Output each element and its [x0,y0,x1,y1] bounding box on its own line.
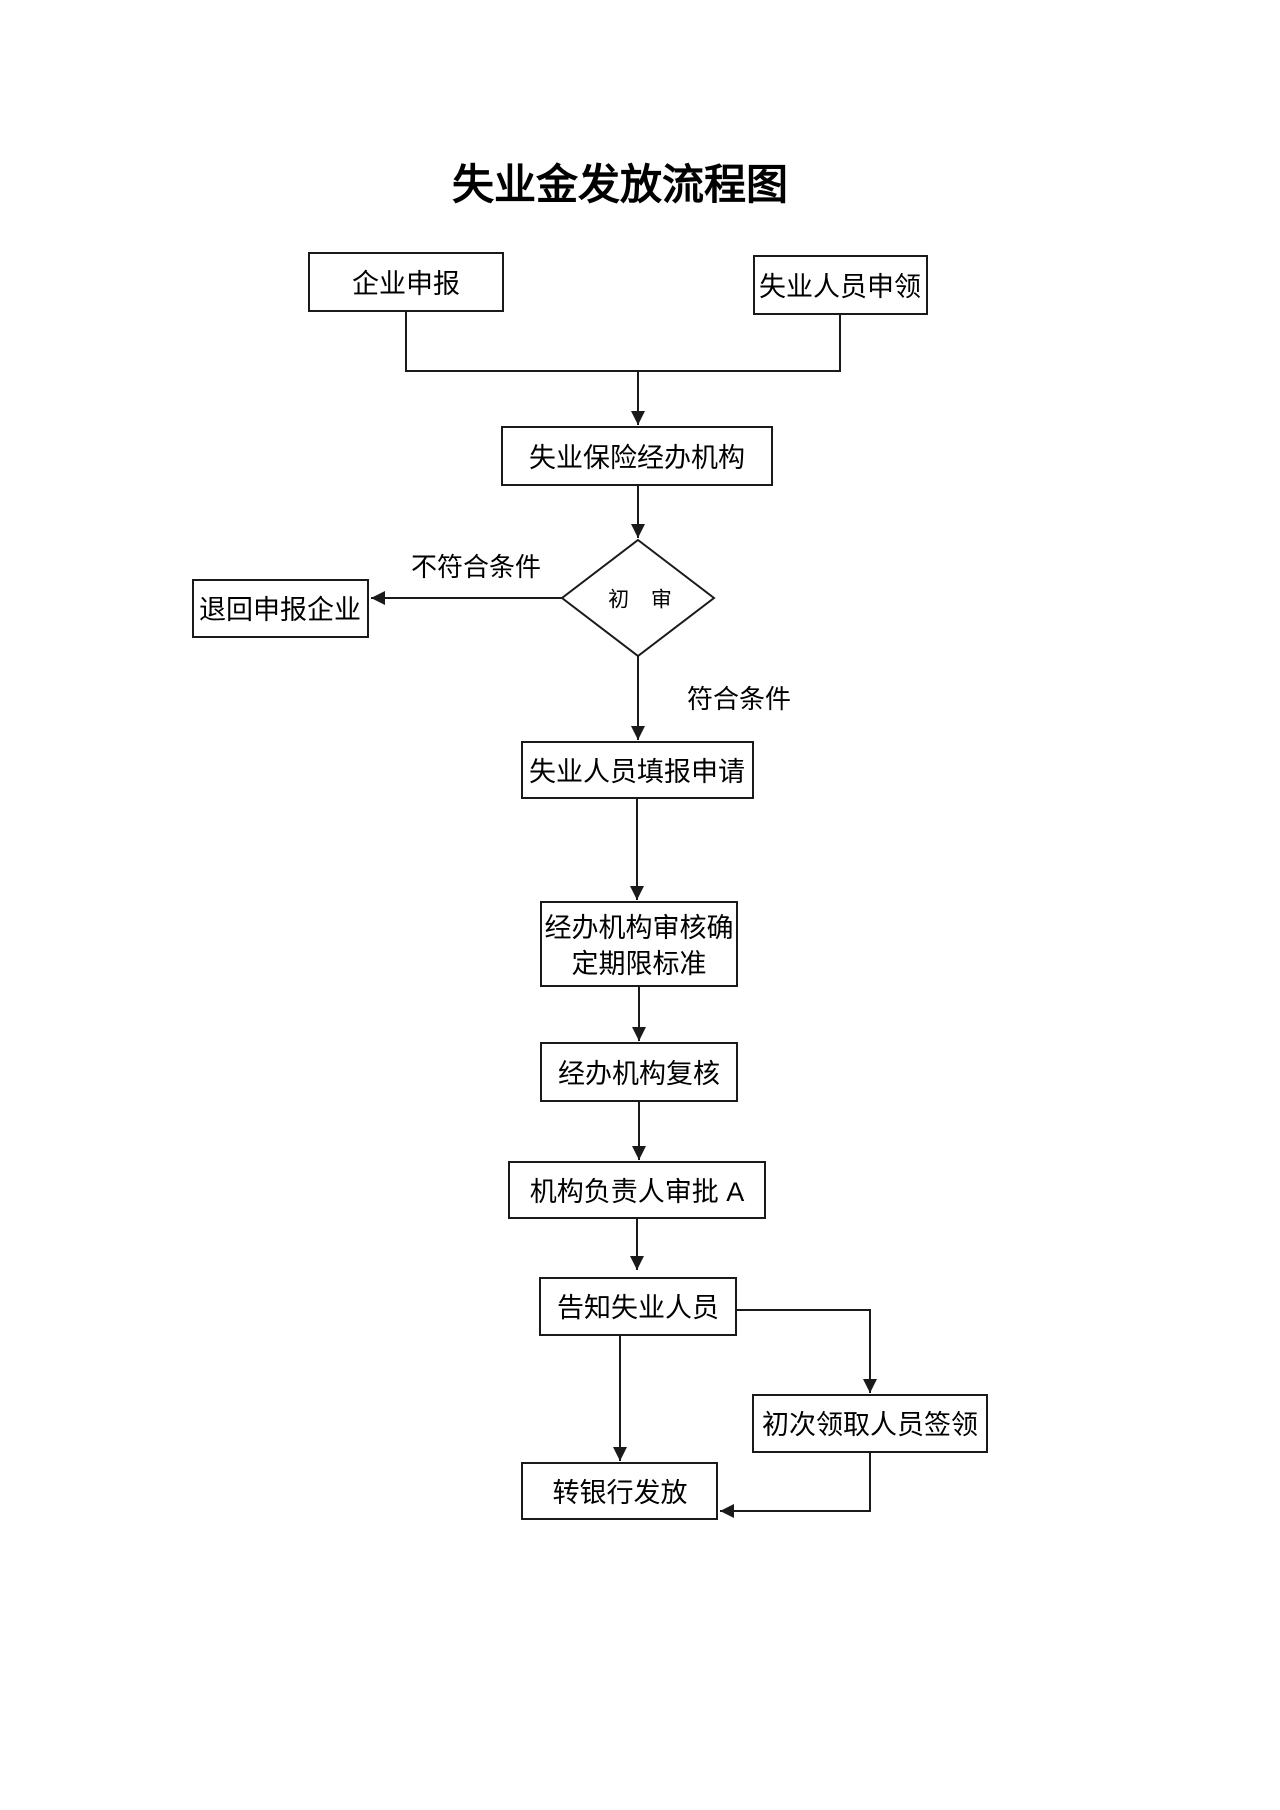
node-insurance-agency: 失业保险经办机构 [501,426,773,486]
decision-initial-review: 初 审 [560,538,716,658]
node-fill-application-box [521,741,754,799]
decision-initial-review-diamond [560,538,716,658]
page-title: 失业金发放流程图 [452,162,788,209]
node-verify-term-standard-box [540,901,738,987]
node-enterprise-declare: 企业申报 [308,252,504,312]
node-bank-disbursement: 转银行发放 [521,1462,718,1520]
node-verify-term-standard: 经办机构审核确 定期限标准 [540,901,738,987]
node-director-approval-box [508,1161,766,1219]
node-enterprise-declare-box [308,252,504,312]
node-first-time-sign: 初次领取人员签领 [752,1394,988,1453]
node-notify-claimant: 告知失业人员 [539,1277,737,1336]
node-claimant-apply-label: 失业人员申领 [759,272,921,302]
decision-initial-review-label: 初 审 [608,589,680,612]
node-bank-disbursement-box [521,1462,718,1520]
node-bank-disbursement-label: 转银行发放 [553,1478,688,1508]
node-director-approval: 机构负责人审批 A [508,1161,766,1219]
node-insurance-agency-label: 失业保险经办机构 [529,443,745,473]
node-claimant-apply: 失业人员申领 [753,255,928,315]
node-verify-term-standard-line1: 经办机构审核确 [545,913,734,943]
node-agency-recheck-label: 经办机构复核 [558,1059,720,1089]
node-insurance-agency-box [501,426,773,486]
edge-label-accept: 符合条件 [687,684,791,714]
node-notify-claimant-label: 告知失业人员 [557,1293,719,1323]
node-return-to-enterprise: 退回申报企业 [192,579,369,638]
node-return-to-enterprise-box [192,579,369,638]
node-enterprise-declare-label: 企业申报 [352,269,460,299]
connector-notify-to-sign [736,1309,877,1393]
node-return-to-enterprise-label: 退回申报企业 [199,595,361,625]
node-agency-recheck: 经办机构复核 [540,1042,738,1102]
node-claimant-apply-box [753,255,928,315]
connector-sign-to-bank [720,1452,871,1518]
connector-top-merge [405,311,841,372]
edge-label-reject: 不符合条件 [411,552,541,582]
node-notify-claimant-box [539,1277,737,1336]
node-fill-application: 失业人员填报申请 [521,741,754,799]
node-verify-term-standard-line2: 定期限标准 [572,949,707,979]
node-fill-application-label: 失业人员填报申请 [529,757,745,787]
node-first-time-sign-label: 初次领取人员签领 [762,1410,978,1440]
node-director-approval-label: 机构负责人审批 A [530,1177,745,1207]
node-first-time-sign-box [752,1394,988,1453]
node-agency-recheck-box [540,1042,738,1102]
